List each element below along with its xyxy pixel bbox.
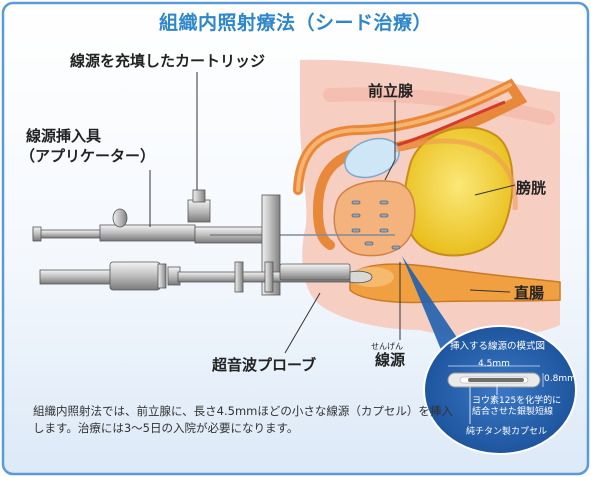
cartridge-label: 線源を充填したカートリッジ (70, 52, 266, 70)
source-ruby: せんげん (371, 342, 403, 351)
leader-lines (149, 72, 516, 354)
source-label: 線源 (375, 351, 406, 369)
inset-pointer (402, 256, 462, 352)
applicator-label-line2: （アプリケーター） (20, 147, 156, 165)
caption-text: 組織内照射法では、前立腺に、長さ4.5mmほどの小さな線源（カプセル）を挿入しま… (33, 404, 453, 435)
ultrasound-probe (39, 261, 373, 293)
inset-title: 挿入する線源の模式図 (450, 341, 546, 352)
inset-circle (423, 325, 577, 455)
seed-capsule-drawing (447, 365, 544, 424)
length-dimension: 4.5mm (478, 359, 510, 369)
page-title: 組織内照射療法（シード治療） (158, 12, 432, 34)
seed-marks (351, 200, 401, 250)
diameter-dimension: 0.8mm (544, 374, 576, 384)
rectum-shape (349, 263, 561, 304)
bladder-label: 膀胱 (516, 179, 547, 197)
prostate-label: 前立腺 (368, 82, 414, 100)
silver-rod-note-line1: ヨウ素125を化学的に (472, 396, 562, 406)
prostate-shape (333, 180, 416, 257)
titanium-capsule-note: 純チタン製カプセル (466, 427, 548, 437)
applicator-label-line1: 線源挿入具 (26, 127, 102, 145)
silver-rod-note-line2: 結合させた銀製短線 (472, 407, 554, 417)
probe-label: 超音波プローブ (212, 356, 317, 374)
bladder-shape (403, 126, 514, 257)
rectum-label: 直腸 (514, 284, 545, 302)
applicator-instrument (32, 189, 280, 244)
